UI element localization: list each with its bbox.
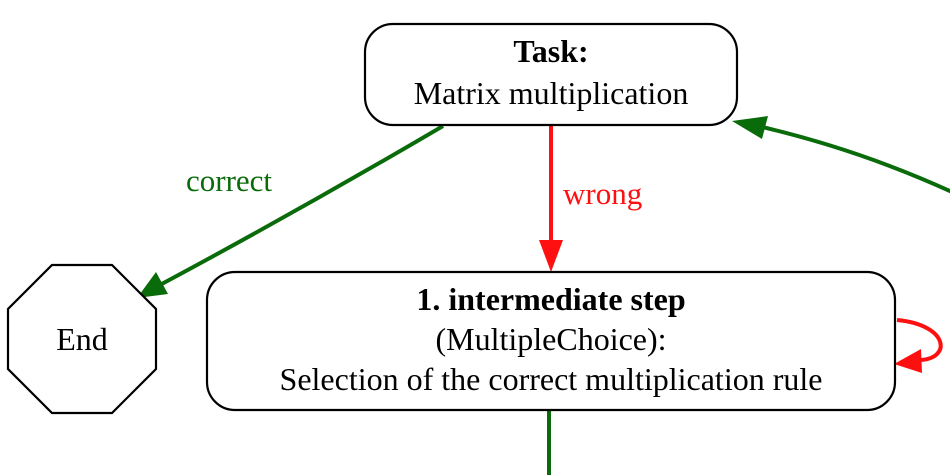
task-node-title: Task: <box>513 33 588 69</box>
edge-step1-self-loop <box>894 318 943 373</box>
step1-node: 1. intermediate step (MultipleChoice): S… <box>205 270 897 412</box>
task-node-text: Matrix multiplication <box>414 75 689 111</box>
end-node: End <box>6 263 158 415</box>
edge-incoming-to-task <box>732 116 950 194</box>
edge-task-to-step1 <box>539 126 563 272</box>
step1-node-subtitle: (MultipleChoice): <box>435 321 666 357</box>
edge-task-to-end <box>137 124 445 298</box>
step1-node-title: 1. intermediate step <box>416 281 685 317</box>
edge-label-correct: correct <box>186 163 272 198</box>
task-node: Task: Matrix multiplication <box>363 22 739 127</box>
edge-label-wrong: wrong <box>563 176 642 211</box>
step1-node-text: Selection of the correct multiplication … <box>280 361 823 397</box>
end-node-label: End <box>56 321 108 357</box>
